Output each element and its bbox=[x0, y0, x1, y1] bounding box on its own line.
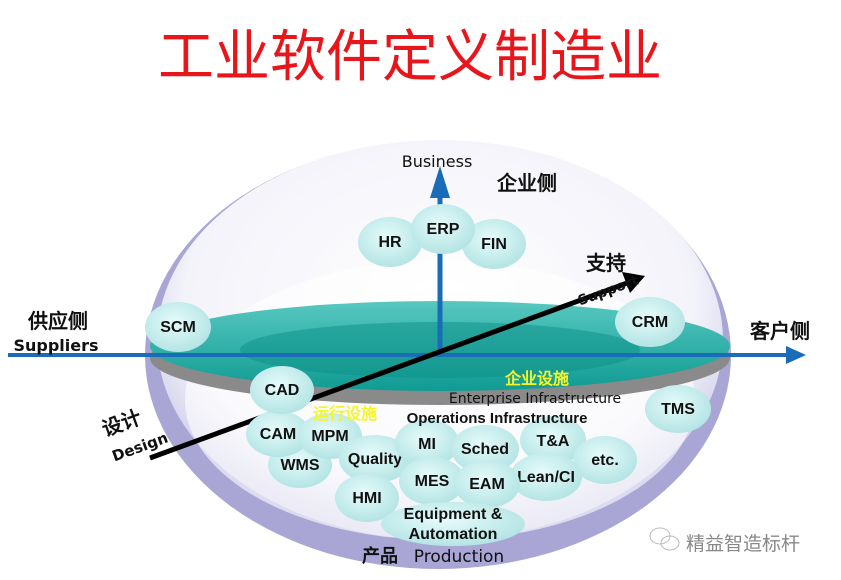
svg-text:Automation: Automation bbox=[409, 526, 498, 543]
bubble-tms: TMS bbox=[645, 385, 711, 433]
enterprise-infra-cn: 企业设施 bbox=[504, 369, 569, 388]
supplier-en-label: Suppliers bbox=[13, 336, 98, 355]
bubble-lean-ci: Lean/CI bbox=[510, 453, 582, 501]
watermark-text: 精益智造标杆 bbox=[686, 533, 800, 555]
diagonal-arrowhead bbox=[622, 272, 645, 293]
bubble-scm: SCM bbox=[145, 302, 211, 352]
production-cn: 产品 bbox=[362, 545, 398, 567]
enterprise-side-label: 企业侧 bbox=[496, 171, 557, 195]
customer-cn-label: 客户侧 bbox=[749, 319, 810, 343]
design-cn-label: 设计 bbox=[99, 405, 145, 441]
svg-text:CAM: CAM bbox=[260, 426, 296, 443]
svg-text:etc.: etc. bbox=[591, 452, 619, 469]
bubble-hmi: HMI bbox=[335, 474, 399, 522]
bubble-ta: T&A bbox=[520, 416, 586, 464]
bubble-cam: CAM bbox=[246, 411, 310, 457]
svg-text:FIN: FIN bbox=[481, 236, 507, 253]
vertical-arrowhead bbox=[430, 166, 450, 198]
enterprise-infra-en: Enterprise Infrastructure bbox=[449, 391, 621, 407]
svg-text:MPM: MPM bbox=[311, 428, 348, 445]
bubble-fin: FIN bbox=[462, 219, 526, 269]
svg-text:HR: HR bbox=[378, 234, 402, 251]
svg-text:ERP: ERP bbox=[427, 221, 460, 238]
bubble-mes: MES bbox=[399, 457, 465, 505]
bubble-erp: ERP bbox=[411, 204, 475, 254]
operations-infra-cn: 运行设施 bbox=[313, 404, 377, 423]
support-cn-label: 支持 bbox=[586, 251, 626, 275]
svg-text:WMS: WMS bbox=[280, 457, 319, 474]
svg-text:Sched: Sched bbox=[461, 441, 509, 458]
bubble-eam: EAM bbox=[454, 460, 520, 508]
bubble-quality: Quality bbox=[339, 435, 411, 483]
business-label: Business bbox=[402, 152, 473, 171]
bubble-equipment-automation: Equipment & Automation bbox=[381, 502, 525, 546]
supplier-cn-label: 供应侧 bbox=[27, 309, 88, 333]
svg-text:Equipment &: Equipment & bbox=[404, 506, 503, 523]
svg-text:HMI: HMI bbox=[352, 490, 381, 507]
horizontal-arrowhead bbox=[786, 346, 806, 364]
bubble-crm: CRM bbox=[615, 297, 685, 347]
bubble-sched: Sched bbox=[451, 425, 519, 473]
svg-text:TMS: TMS bbox=[661, 401, 695, 418]
diagonal-axis bbox=[149, 279, 631, 461]
svg-text:Quality: Quality bbox=[348, 451, 402, 468]
bubble-cad: CAD bbox=[250, 366, 314, 414]
page-title: 工业软件定义制造业 bbox=[158, 25, 662, 90]
svg-text:SCM: SCM bbox=[160, 319, 196, 336]
bubble-etc: etc. bbox=[573, 436, 637, 484]
bubble-hr: HR bbox=[358, 217, 422, 267]
bubble-mi: MI bbox=[395, 419, 459, 467]
wechat-logo-icon bbox=[649, 527, 680, 551]
svg-text:CAD: CAD bbox=[265, 382, 300, 399]
svg-text:T&A: T&A bbox=[537, 433, 570, 450]
svg-text:MI: MI bbox=[418, 436, 436, 453]
operations-infra-en: Operations Infrastructure bbox=[407, 410, 588, 427]
svg-text:EAM: EAM bbox=[469, 476, 505, 493]
svg-text:CRM: CRM bbox=[632, 314, 668, 331]
svg-text:MES: MES bbox=[415, 473, 450, 490]
svg-text:Lean/CI: Lean/CI bbox=[517, 469, 575, 486]
production-en: Production bbox=[414, 547, 504, 567]
